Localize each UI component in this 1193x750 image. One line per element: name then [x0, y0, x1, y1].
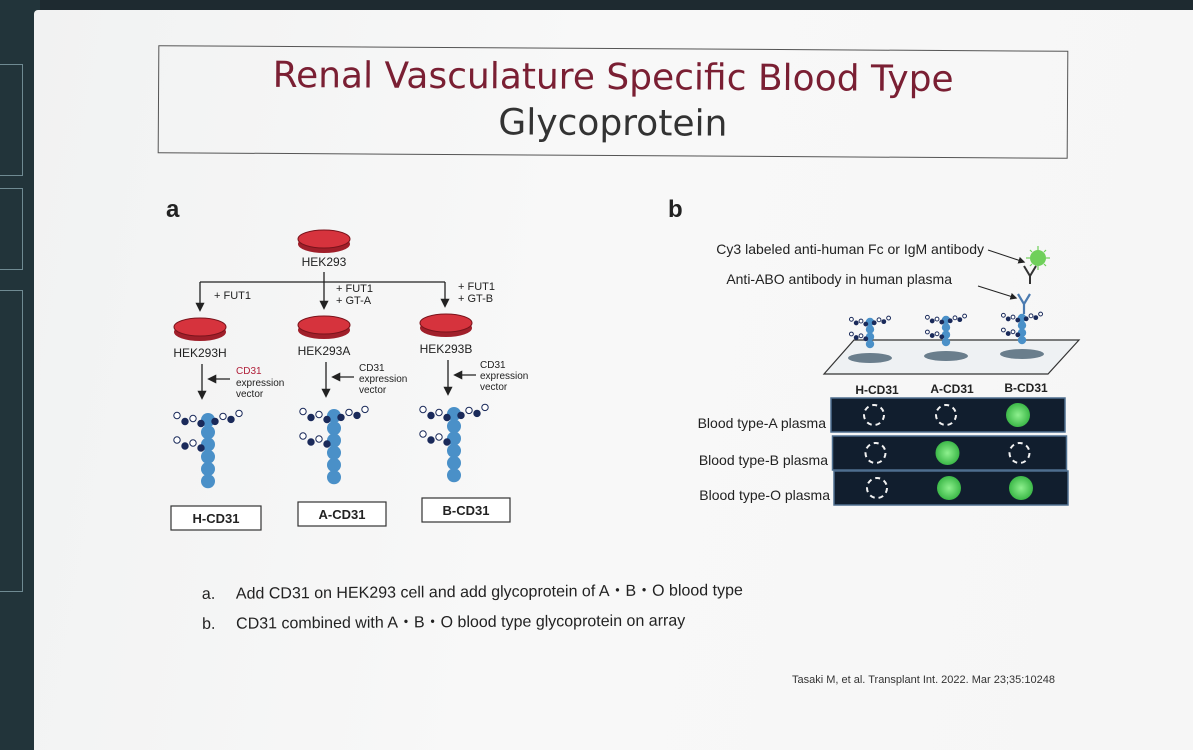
citation: Tasaki M, et al. Transplant Int. 2022. M… — [792, 674, 1055, 686]
vector-label: CD31 — [359, 363, 385, 374]
caption: a. Add CD31 on HEK293 cell and add glycop… — [202, 576, 743, 640]
vector-label: vector — [236, 389, 264, 400]
row-label: Blood type-A plasma — [698, 415, 827, 431]
bezel-tab — [0, 290, 23, 592]
column-label: B-CD31 — [1004, 381, 1048, 395]
caption-line: b. CD31 combined with A・B・O blood type gl… — [202, 606, 743, 634]
bezel-tab — [0, 188, 23, 270]
vector-label: expression — [480, 371, 528, 382]
product-label: A-CD31 — [319, 507, 366, 522]
caption-text: Add CD31 on HEK293 cell and add glycopro… — [235, 582, 743, 603]
vector-label: vector — [480, 382, 508, 393]
cell-line-label: HEK293B — [420, 342, 473, 356]
cell-dish-icon — [419, 313, 473, 337]
panel-b: Cy3 labeled anti-human Fc or IgM antibod… — [698, 241, 1081, 506]
product-label: H-CD31 — [193, 511, 240, 526]
treatment-label: + GT-B — [458, 293, 493, 305]
panel-a-label: a — [166, 196, 180, 223]
vector-label: CD31 — [480, 360, 506, 371]
vector-label: vector — [359, 385, 387, 396]
cy3-antibody-icon — [1023, 246, 1050, 284]
caption-letter: b. — [202, 615, 216, 633]
cell-dish-icon — [297, 315, 351, 339]
treatment-label: + FUT1 — [336, 283, 373, 295]
caption-line: a. Add CD31 on HEK293 cell and add glycop… — [202, 576, 743, 604]
left-bezel — [0, 0, 40, 750]
cell-dish-icon — [173, 317, 227, 341]
glycoprotein-icon — [173, 403, 489, 489]
vector-label-cd31: CD31 — [236, 366, 262, 377]
vector-label: expression — [359, 374, 407, 385]
bezel-tab — [0, 64, 23, 176]
row-label: Blood type-O plasma — [699, 487, 830, 503]
vector-label: expression — [236, 378, 284, 389]
cell-line-label: HEK293H — [173, 346, 226, 360]
cell-dish-icon — [297, 229, 351, 253]
column-label: A-CD31 — [930, 382, 974, 396]
treatment-label: + FUT1 — [458, 281, 495, 293]
primary-antibody-label: Anti-ABO antibody in human plasma — [726, 271, 952, 287]
cell-line-label: HEK293A — [298, 344, 351, 358]
result-array — [830, 397, 1069, 506]
parent-cell-label: HEK293 — [302, 255, 347, 269]
panel-a: HEK293 + FUT1 + FUT1 + GT-A + FUT1 + GT-… — [170, 229, 528, 531]
panel-b-label: b — [668, 196, 683, 223]
product-label: B-CD31 — [443, 503, 490, 518]
column-label: H-CD31 — [855, 383, 899, 397]
treatment-label: + FUT1 — [214, 290, 251, 302]
treatment-label: + GT-A — [336, 295, 372, 307]
row-label: Blood type-B plasma — [699, 452, 828, 468]
figure-diagram: HEK293 + FUT1 + FUT1 + GT-A + FUT1 + GT-… — [170, 229, 1081, 531]
anti-abo-antibody-icon — [1017, 293, 1031, 314]
secondary-antibody-label: Cy3 labeled anti-human Fc or IgM antibod… — [716, 241, 984, 257]
caption-letter: a. — [201, 585, 216, 603]
glycoprotein-icon — [848, 311, 1044, 363]
caption-text: CD31 combined with A・B・O blood type glyc… — [236, 612, 686, 633]
slide: Renal Vasculature Specific Blood Type Gl… — [34, 10, 1193, 750]
